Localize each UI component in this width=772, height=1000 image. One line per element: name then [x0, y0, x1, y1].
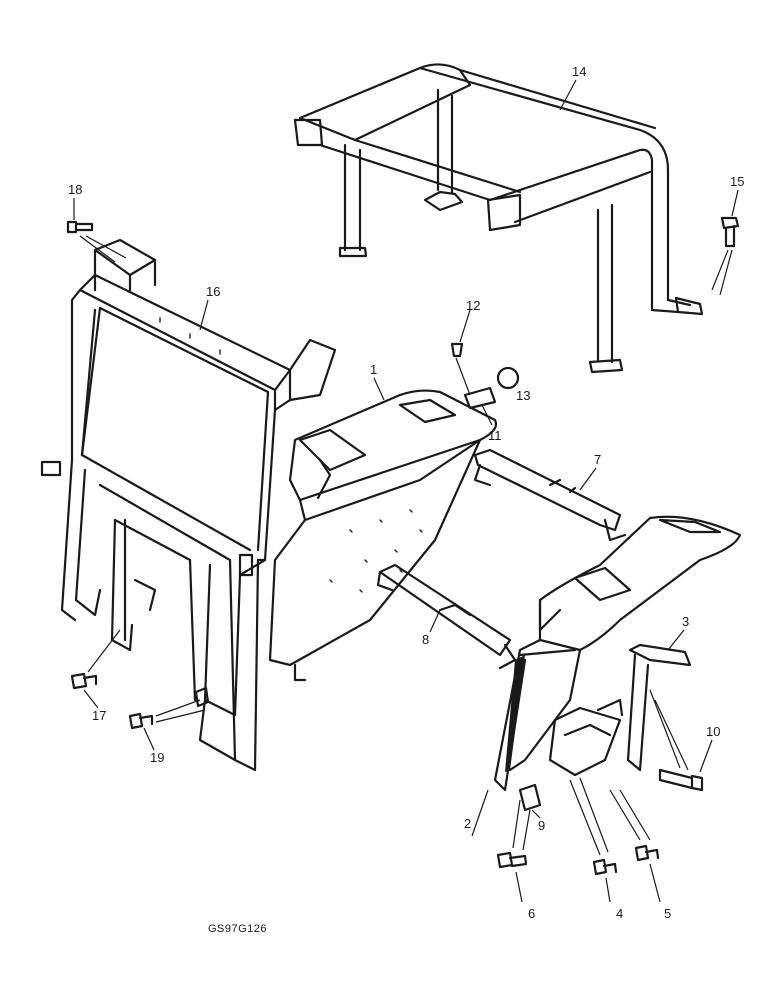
- clip-9: [518, 783, 542, 812]
- callout-leaders: [73, 79, 739, 837]
- bolts-17-19: [70, 629, 210, 730]
- callout-19: 19: [150, 750, 164, 765]
- callout-3: 3: [682, 614, 689, 629]
- callout-14: 14: [572, 64, 586, 79]
- cross-member-7: [473, 448, 627, 542]
- rollbar-frame: [293, 63, 704, 374]
- callout-8: 8: [422, 632, 429, 647]
- bolt-15: [711, 216, 740, 296]
- callout-labels: 1 2 3 4 5 6 7 8 9 10 11 12 13 14 15 16 1…: [68, 64, 744, 921]
- bolt-label-leaders: [515, 739, 713, 903]
- callout-7: 7: [594, 452, 601, 467]
- reference-code: GS97G126: [208, 923, 267, 935]
- callout-17: 17: [92, 708, 106, 723]
- callout-12: 12: [466, 298, 480, 313]
- callout-6: 6: [528, 906, 535, 921]
- callout-18: 18: [68, 182, 82, 197]
- left-fender: [268, 389, 498, 682]
- step-bracket-3: [548, 643, 692, 777]
- callout-15: 15: [730, 174, 744, 189]
- callout-13: 13: [516, 388, 530, 403]
- bolts-group: [496, 689, 704, 876]
- callout-2: 2: [464, 816, 471, 831]
- callout-1: 1: [370, 362, 377, 377]
- cross-member-8: [376, 563, 517, 670]
- bolt-18: [66, 220, 127, 263]
- callout-10: 10: [706, 724, 720, 739]
- callout-16: 16: [206, 284, 220, 299]
- callout-9: 9: [538, 818, 545, 833]
- callout-4: 4: [616, 906, 623, 921]
- callout-5: 5: [664, 906, 671, 921]
- front-frame: [40, 238, 337, 772]
- right-fender: [493, 515, 742, 792]
- small-parts-11-12-13: [450, 342, 520, 426]
- callout-11: 11: [488, 428, 502, 443]
